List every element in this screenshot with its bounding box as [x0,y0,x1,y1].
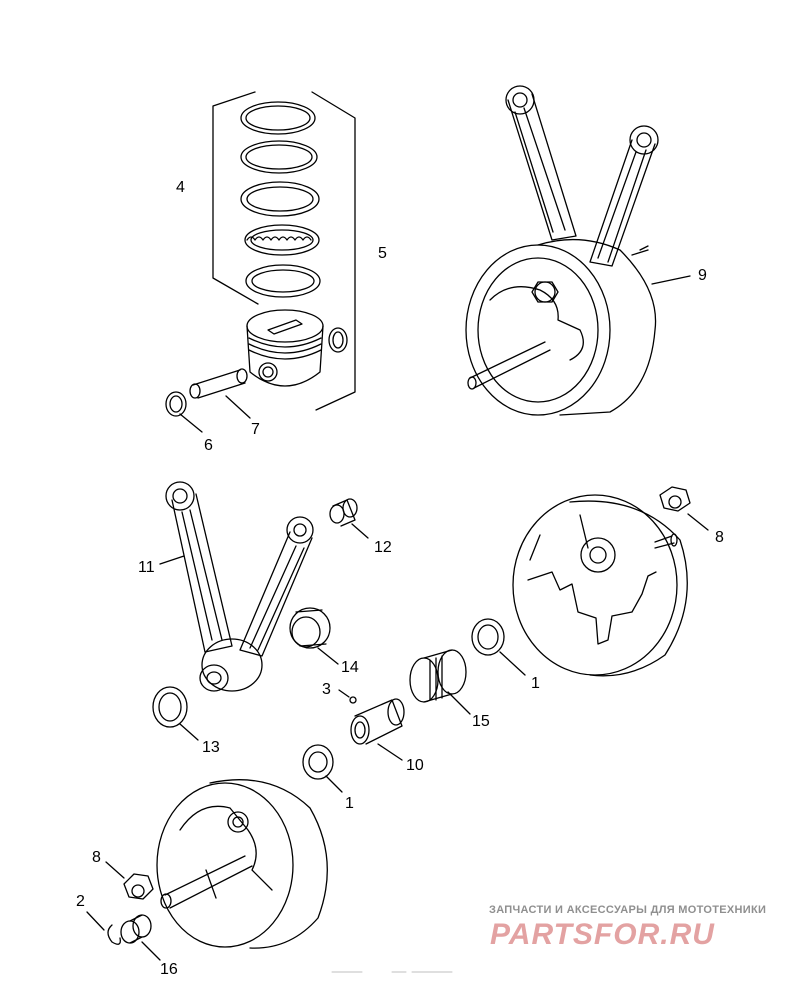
pin-retainer [165,391,187,417]
leader-11 [159,555,185,565]
callout-6: 6 [204,437,213,454]
callout-1-right: 1 [531,675,540,692]
bearing-race-13 [152,686,199,741]
piston-ring [240,140,318,174]
callout-16: 16 [160,961,178,978]
thrust-washer-center [302,744,343,793]
bushing [120,914,161,961]
leader-9 [651,275,691,285]
callout-5: 5 [378,245,387,262]
pin-retainer-clip [328,327,348,353]
callout-2: 2 [76,893,85,910]
bearing-cage [409,649,471,715]
callout-10: 10 [406,757,424,774]
bracket-4-line [212,91,259,305]
leader-15 [447,691,471,715]
leader-14 [317,647,339,665]
nut-upper [659,486,709,531]
retaining-ring [86,911,121,945]
callout-4: 4 [176,179,185,196]
leader-8-upper [687,513,709,531]
flywheel-assembly [465,85,691,416]
rod-bushing [329,498,369,539]
callout-11: 11 [138,559,155,576]
piston-kit-group [165,91,356,433]
callout-8-lower: 8 [92,849,101,866]
callout-7: 7 [251,421,260,438]
watermark-logo: PARTSFOR.RU [490,918,715,951]
piston-ring [240,101,316,135]
callout-3: 3 [322,681,331,698]
bracket-5-line [311,91,356,411]
leader-3 [338,689,350,698]
leader-6 [179,413,203,433]
piston-ring [240,181,320,217]
flywheel-half-left [156,779,328,949]
callout-12: 12 [374,539,392,556]
callout-13: 13 [202,739,220,756]
watermark-tagline: ЗАПЧАСТИ И АКСЕССУАРЫ ДЛЯ МОТОТЕХНИКИ [489,904,766,916]
leader-1-center [325,775,343,793]
piston [246,309,324,387]
leader-12 [351,523,369,539]
piston-pin [189,368,248,399]
connecting-rods-pair [159,481,314,692]
connecting-rod-rear [589,139,656,267]
crank-pin [350,698,405,761]
callout-8-upper: 8 [715,529,724,546]
leader-2 [86,911,105,931]
leader-8-lower [105,861,125,879]
leader-1-right [499,651,526,676]
leader-16 [141,941,161,961]
thrust-washer-right [471,618,526,676]
nut-lower [105,861,154,900]
plug [338,689,357,704]
bearing-race-14 [289,607,339,665]
piston-ring [245,264,321,298]
leader-13 [179,723,199,741]
callout-14: 14 [341,659,359,676]
callout-15: 15 [472,713,490,730]
oil-ring-expander [244,224,320,256]
flywheel-half-right [512,494,688,677]
callout-9: 9 [698,267,707,284]
callout-1-center: 1 [345,795,354,812]
leader-7 [225,395,251,419]
connecting-rod-front [507,93,577,241]
leader-10 [377,743,403,761]
